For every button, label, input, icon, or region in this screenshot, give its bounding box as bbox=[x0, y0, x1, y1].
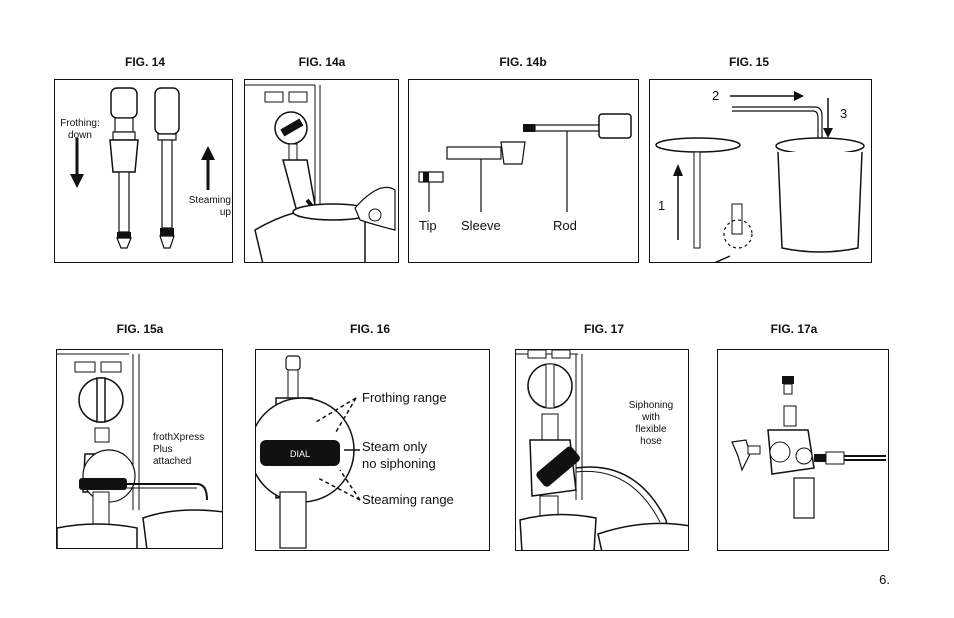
fig14-panel: Frothing: down Steaming up bbox=[54, 79, 233, 263]
fig14a-caption: FIG. 14a bbox=[298, 55, 346, 69]
fig17a-caption: FIG. 17a bbox=[770, 322, 818, 336]
exploded-parts-illustration bbox=[731, 376, 886, 519]
fig17-caption: FIG. 17 bbox=[583, 322, 624, 336]
frothing-range-label: Frothing range bbox=[362, 390, 447, 405]
siphoning-hose-illustration bbox=[516, 350, 688, 550]
step-3-label: 3 bbox=[840, 106, 848, 121]
fig14b-panel: Tip Sleeve Rod bbox=[408, 79, 639, 263]
fig14a-panel bbox=[244, 79, 399, 263]
dial-label: DIAL bbox=[290, 449, 311, 459]
fig16-panel: DIAL Frothing range Steam only no siphon… bbox=[255, 349, 490, 551]
fig16-caption: FIG. 16 bbox=[349, 322, 390, 336]
frothxpress-attached-illustration bbox=[57, 353, 222, 548]
fig15-panel: 1 2 3 bbox=[649, 79, 872, 263]
sleeve-label: Sleeve bbox=[461, 218, 501, 233]
frother-wand-illustration bbox=[70, 87, 215, 249]
steam-only-label: Steam only no siphoning bbox=[362, 439, 436, 471]
fig17a-panel bbox=[717, 349, 889, 551]
machine-with-frother-illustration bbox=[245, 84, 396, 262]
fig14-caption: FIG. 14 bbox=[124, 55, 165, 69]
step-2-label: 2 bbox=[712, 88, 720, 103]
pitcher-assembly-illustration bbox=[655, 91, 865, 262]
fig15a-panel: frothXpress Plus attached bbox=[56, 349, 223, 549]
fig14b-caption: FIG. 14b bbox=[499, 55, 547, 69]
frothing-down-label: Frothing: down bbox=[60, 118, 100, 141]
page-number: 6. bbox=[879, 572, 890, 587]
rod-label: Rod bbox=[553, 218, 577, 233]
fig15a-caption: FIG. 15a bbox=[116, 322, 164, 336]
frothxpress-note: frothXpress Plus attached bbox=[153, 432, 205, 467]
fig17-panel: Siphoning with flexible hose bbox=[515, 349, 689, 551]
dial-settings-illustration bbox=[256, 355, 361, 549]
frother-parts-illustration bbox=[418, 113, 632, 212]
siphoning-note: Siphoning with flexible hose bbox=[628, 400, 674, 447]
steaming-range-label: Steaming range bbox=[362, 492, 454, 507]
fig15-caption: FIG. 15 bbox=[728, 55, 769, 69]
steaming-up-label: Steaming up bbox=[188, 195, 231, 218]
step-1-label: 1 bbox=[658, 198, 666, 213]
tip-label: Tip bbox=[419, 218, 437, 233]
